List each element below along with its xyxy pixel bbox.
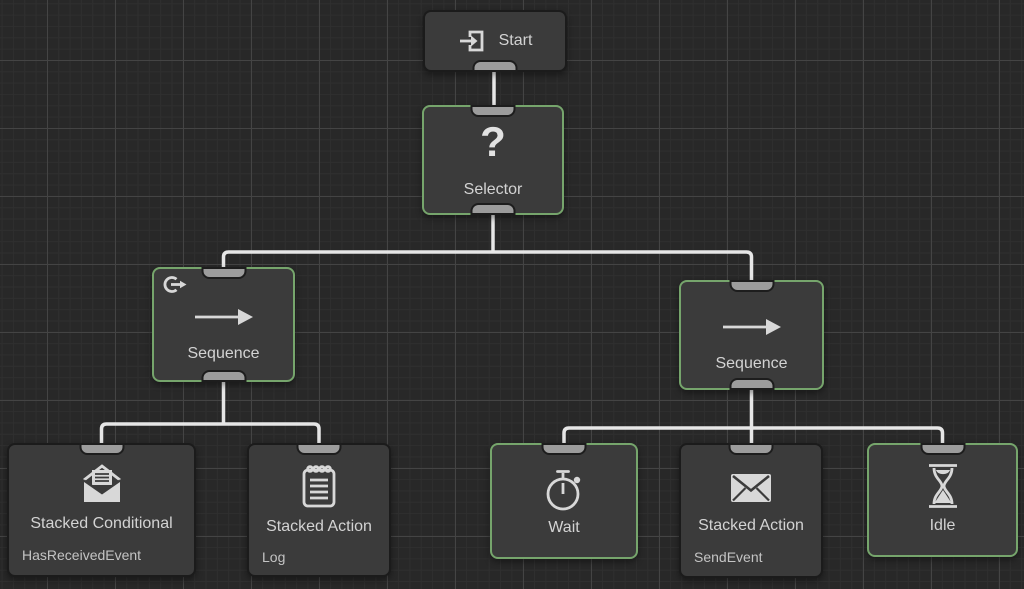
node-sequence-left[interactable]: Sequence	[152, 267, 295, 382]
input-port[interactable]	[470, 105, 516, 117]
node-wait[interactable]: Wait	[490, 443, 638, 559]
output-port[interactable]	[472, 60, 518, 72]
node-start[interactable]: Start	[423, 10, 567, 72]
stopwatch-icon	[546, 470, 581, 511]
node-title: Start	[498, 32, 533, 49]
node-title: Stacked Action	[266, 518, 372, 535]
hourglass-icon	[928, 464, 957, 508]
node-stacked-action-log[interactable]: Stacked Action Log	[247, 443, 391, 577]
arrow-right-icon	[722, 319, 781, 335]
notepad-icon	[302, 465, 336, 508]
input-port[interactable]	[729, 280, 774, 292]
node-title: Sequence	[187, 345, 260, 362]
input-port[interactable]	[541, 443, 587, 455]
node-title: Idle	[929, 517, 956, 534]
node-subtitle: Log	[262, 549, 286, 565]
node-stacked-action-send[interactable]: Stacked Action SendEvent	[679, 443, 823, 578]
input-port[interactable]	[201, 267, 246, 279]
input-port[interactable]	[920, 443, 965, 455]
input-port[interactable]	[728, 443, 774, 455]
node-subtitle: SendEvent	[694, 549, 763, 565]
mail-open-icon	[82, 464, 121, 502]
node-title: Selector	[463, 181, 523, 198]
enter-icon	[459, 30, 483, 52]
output-port[interactable]	[470, 203, 516, 215]
node-title: Stacked Action	[698, 517, 804, 534]
node-subtitle: HasReceivedEvent	[22, 547, 142, 563]
question-mark-icon: ?	[480, 118, 506, 165]
node-idle[interactable]: Idle	[867, 443, 1018, 557]
node-title: Sequence	[715, 355, 788, 372]
node-selector[interactable]: ? Selector	[422, 105, 564, 215]
input-port[interactable]	[296, 443, 342, 455]
node-stacked-conditional[interactable]: Stacked Conditional HasReceivedEvent	[7, 443, 196, 577]
output-port[interactable]	[729, 378, 774, 390]
arrow-right-icon	[194, 309, 253, 325]
repeat-icon	[163, 276, 187, 293]
input-port[interactable]	[79, 443, 124, 455]
node-sequence-right[interactable]: Sequence	[679, 280, 824, 390]
output-port[interactable]	[201, 370, 246, 382]
mail-closed-icon	[731, 474, 771, 502]
node-title: Wait	[548, 519, 580, 536]
node-title: Stacked Conditional	[30, 515, 173, 532]
